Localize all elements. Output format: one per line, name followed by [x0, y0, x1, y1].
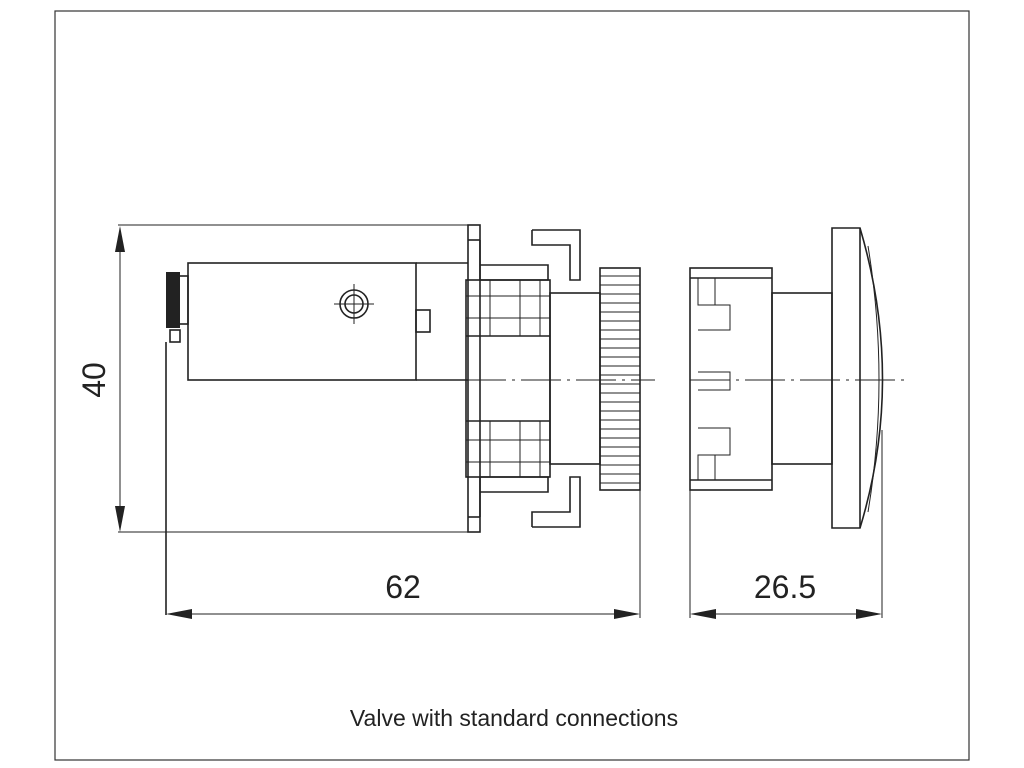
- mounting-adapter: [465, 229, 601, 528]
- dimension-height-label: 40: [76, 362, 112, 398]
- drawing-frame: [54, 10, 970, 761]
- dimension-height: 40: [76, 226, 125, 532]
- push-button: [689, 227, 908, 529]
- knurled-nut: [599, 267, 641, 491]
- dimension-body-length-label: 62: [385, 569, 421, 605]
- dimension-button-length: 26.5: [689, 430, 883, 619]
- dimension-button-length-label: 26.5: [754, 569, 816, 605]
- drawing-caption: Valve with standard connections: [350, 705, 678, 731]
- dimension-body-length: 62: [166, 490, 641, 619]
- port-icon: [334, 284, 374, 324]
- valve-body: [118, 224, 481, 615]
